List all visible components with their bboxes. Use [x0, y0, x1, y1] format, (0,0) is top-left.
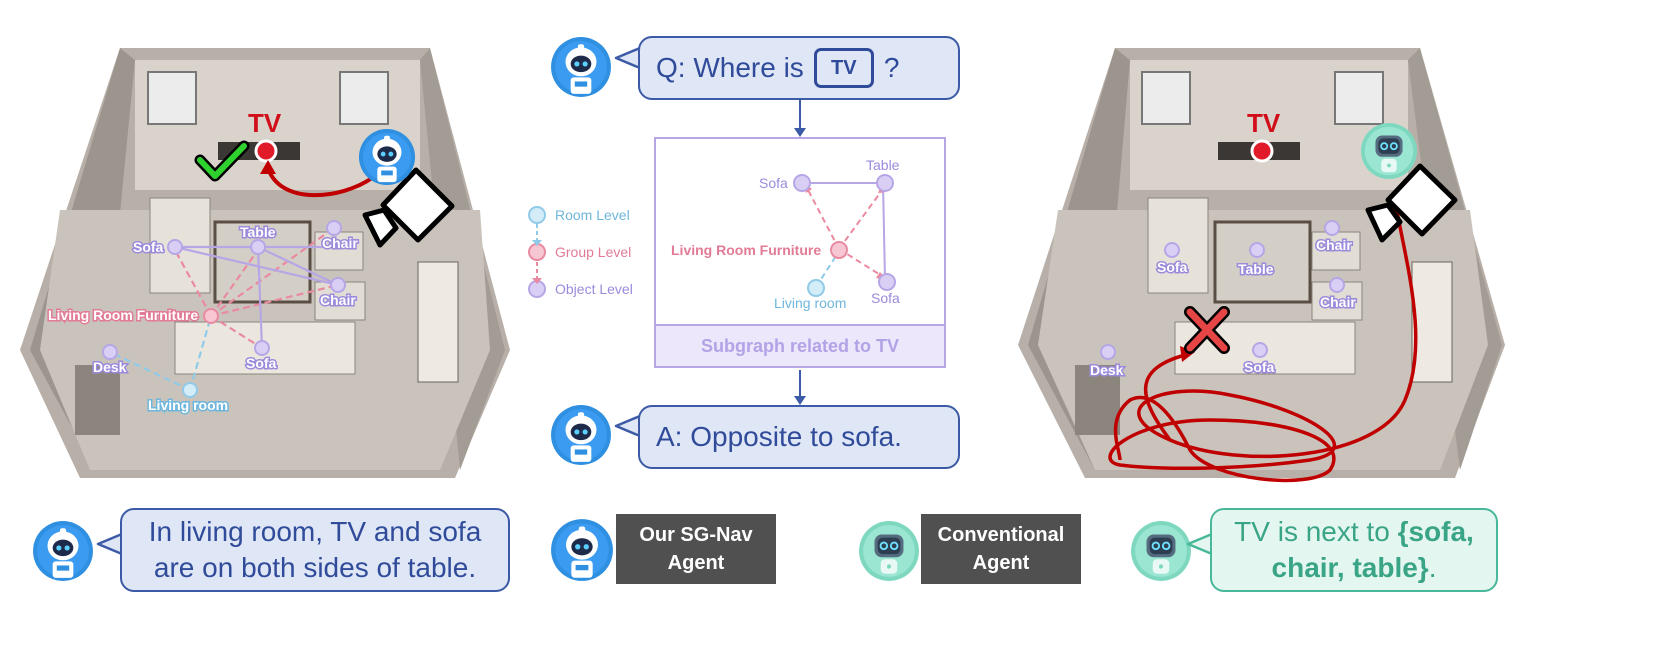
tv-icon: TV: [813, 48, 874, 88]
left-node-chair-2: Chair: [320, 292, 356, 308]
left-node-desk: Desk: [93, 359, 127, 375]
legend-room-level: Room Level: [555, 207, 630, 223]
cross-icon: [1184, 306, 1230, 354]
sub-node-sofa-bottom: Sofa: [871, 290, 900, 306]
conventional-agent-label-line-1: Conventional: [937, 524, 1065, 546]
conventional-agent-belief-bubble: TV is next to {sofa, chair, table}.: [1210, 508, 1498, 592]
sub-node-room: Living room: [774, 295, 846, 311]
conv-belief-prefix: TV is next to: [1234, 516, 1398, 547]
our-agent-belief-bubble: In living room, TV and sofa are on both …: [120, 508, 510, 592]
sub-node-sofa-top: Sofa: [759, 175, 788, 191]
subgraph-title: Subgraph related to TV: [656, 324, 944, 366]
sub-node-table: Table: [866, 157, 900, 173]
left-tv-label: TV: [248, 108, 282, 138]
conventional-agent-robot-icon: [858, 520, 920, 582]
right-tv-marker: [1250, 139, 1274, 163]
left-agent-robot-icon: [358, 128, 416, 186]
right-node-sofa-2: Sofa: [1244, 359, 1275, 375]
conv-belief-suffix: .: [1428, 552, 1437, 583]
our-belief-line-1: In living room, TV and sofa: [148, 516, 482, 547]
question-bubble: Q: Where is TV ?: [638, 36, 960, 100]
conv-belief-bold-2: chair, table}: [1271, 552, 1429, 583]
subgraph-graph: Sofa Table Living Room Furniture Living …: [671, 157, 900, 311]
answer-robot-icon: [551, 405, 611, 465]
right-node-desk: Desk: [1090, 362, 1124, 378]
right-node-chair-2: Chair: [1320, 294, 1356, 310]
our-agent-label-line-2: Agent: [667, 552, 725, 574]
right-node-chair-1: Chair: [1316, 237, 1352, 253]
conventional-agent-label-line-2: Agent: [972, 552, 1030, 574]
left-camera-icon: [362, 167, 455, 248]
left-node-sofa-2: Sofa: [246, 355, 277, 371]
left-node-sofa-1: Sofa: [133, 239, 164, 255]
left-node-table: Table: [240, 224, 276, 240]
legend-group-level: Group Level: [555, 244, 631, 260]
flow-arrows: [794, 100, 806, 405]
left-node-group: Living Room Furniture: [48, 307, 198, 323]
right-scene: Sofa Table Chair Chair Desk Sofa TV: [1018, 48, 1505, 483]
conventional-agent-label: Conventional Agent: [921, 514, 1081, 584]
left-node-chair-1: Chair: [322, 235, 358, 251]
answer-text: A: Opposite to sofa.: [656, 421, 902, 452]
left-node-room: Living room: [148, 397, 228, 413]
answer-bubble: A: Opposite to sofa.: [638, 405, 960, 469]
conv-belief-line-1: TV is next to {sofa,: [1234, 514, 1474, 550]
our-belief-line-2: are on both sides of table.: [153, 552, 477, 583]
our-agent-label: Our SG-Nav Agent: [616, 514, 776, 584]
legend-object-level: Object Level: [555, 281, 633, 297]
left-scene: Sofa Table Chair Chair Sofa Desk Living …: [20, 48, 510, 478]
left-tv-marker: [254, 139, 278, 163]
left-agent-path: [266, 167, 374, 198]
legend: Room Level Group Level Object Level: [528, 206, 633, 298]
conv-belief-line-2: chair, table}.: [1272, 550, 1437, 586]
right-node-table: Table: [1238, 261, 1274, 277]
question-suffix: ?: [883, 52, 900, 83]
right-camera-icon: [1365, 163, 1458, 243]
right-agent-path: [1108, 199, 1418, 483]
question-robot-icon: [551, 37, 611, 97]
question-prefix: Q: Where is: [656, 52, 804, 83]
tv-icon-label: TV: [831, 56, 857, 79]
subgraph-panel: Sofa Table Living Room Furniture Living …: [654, 137, 946, 368]
right-node-sofa-1: Sofa: [1157, 259, 1188, 275]
conv-belief-bold-1: {sofa,: [1397, 516, 1474, 547]
sub-node-group: Living Room Furniture: [671, 242, 821, 258]
our-agent-label-line-1: Our SG-Nav: [639, 524, 753, 546]
right-tv-label: TV: [1247, 108, 1281, 138]
right-agent-robot-icon: [1360, 122, 1418, 180]
bottom-right-robot-icon: [1130, 520, 1192, 582]
bottom-left-robot-icon: [33, 521, 93, 581]
our-agent-robot-icon: [551, 519, 613, 581]
